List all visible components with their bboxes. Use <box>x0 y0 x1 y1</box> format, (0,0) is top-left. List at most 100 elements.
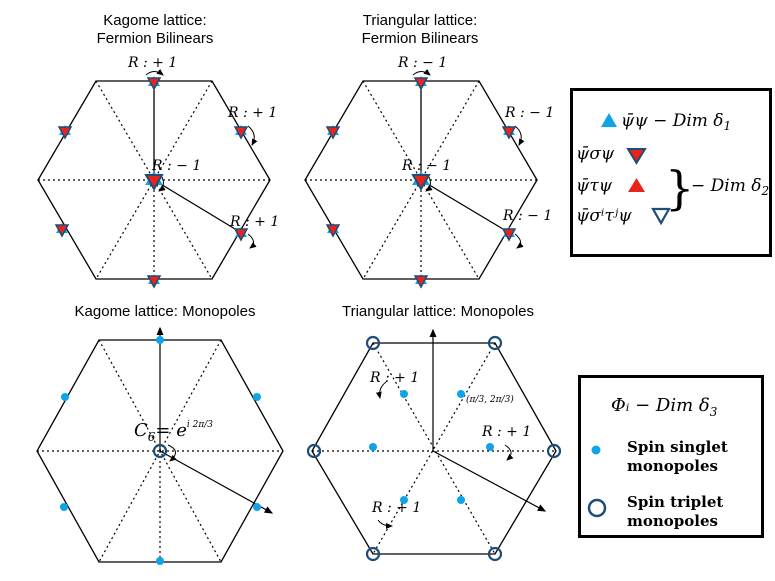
singlet-monopole <box>400 496 408 504</box>
singlet-monopole <box>457 496 465 504</box>
triangular-bilinear-title-line1: Triangular lattice: <box>362 12 478 29</box>
triplet-monopole <box>487 546 503 562</box>
singlet-monopole <box>457 390 465 398</box>
triangular-bilinear-panel: R : − 1 R : − 1 R : − 1 R : − 1 <box>304 55 554 289</box>
axis-line <box>153 179 241 233</box>
singlet-monopole <box>61 393 69 401</box>
rotation-arrow <box>375 381 387 399</box>
site-marker-top <box>413 76 429 91</box>
dark-triangle-red-icon <box>626 148 647 165</box>
singlet-monopole <box>156 557 164 565</box>
site-marker-top <box>146 76 162 91</box>
curly-brace: } <box>665 161 694 215</box>
triangular-bilinear-title-line2: Fermion Bilinears <box>361 30 479 47</box>
sigma-label: ψ̄σψ <box>576 144 615 164</box>
rotation-arrow <box>247 233 257 249</box>
sigmatau-label: ψ̄σⁱτʲψ <box>576 206 632 226</box>
rotation-arrow <box>425 176 433 192</box>
singlet-monopole <box>60 503 68 511</box>
rotation-arrow <box>158 176 166 192</box>
bilinear-legend-content: ψ̄ψ − Dim δ1 ψ̄σψ ψ̄τψ ψ̄σⁱτʲψ } − Dim δ… <box>576 111 769 226</box>
site-marker-upper-right <box>501 125 517 140</box>
c6-label: C6= ei 2π/3 <box>134 420 213 444</box>
dim2-label: − Dim δ2 <box>691 176 769 198</box>
momentum-label: (π/3, 2π/3) <box>466 394 514 405</box>
dotted-axis <box>372 342 496 555</box>
rotation-label: R : + 1 <box>127 55 177 71</box>
kagome-monopole-panel: C6= ei 2π/3 <box>36 326 284 565</box>
rotation-label: R : + 1 <box>369 370 419 386</box>
triplet-monopole-icon <box>587 498 607 518</box>
rotation-label: R : − 1 <box>502 208 552 224</box>
hollow-triangle-icon <box>651 207 671 226</box>
site-marker-upper-left <box>57 125 73 140</box>
site-marker-lower-left <box>325 223 341 238</box>
site-marker-center <box>144 171 164 192</box>
singlet-monopole <box>369 443 377 451</box>
kagome-bilinear-panel: R : + 1 R : + 1 R : − 1 R : + 1 <box>37 55 279 289</box>
rotation-label: R : − 1 <box>401 158 451 174</box>
site-marker-upper-right <box>233 125 249 140</box>
triangular-site-markers <box>325 76 517 289</box>
monopole-legend-content: Φᵢ − Dim δ3 Spin singlet monopoles Spin … <box>587 395 728 530</box>
red-triangle-icon <box>628 178 645 192</box>
triplet-monopole <box>487 335 503 351</box>
rotation-arrow <box>504 444 514 461</box>
kagome-monopole-title: Kagome lattice: Monopoles <box>74 303 256 320</box>
tau-label: ψ̄τψ <box>576 176 613 196</box>
rotation-arrow <box>412 68 431 76</box>
dotted-axis <box>95 80 213 280</box>
monopole-legend: Φᵢ − Dim δ3 Spin singlet monopoles Spin … <box>578 375 764 538</box>
rotation-arrow <box>247 125 258 146</box>
triplet-monopole <box>365 546 381 562</box>
rotation-label: R : − 1 <box>504 105 554 121</box>
kagome-monopole-sites <box>60 336 261 565</box>
rotation-arrow <box>514 233 524 249</box>
singlet-monopole-icon <box>591 445 601 455</box>
dim1-label: ψ̄ψ − Dim δ1 <box>621 111 731 133</box>
triangular-bilinear-title: Triangular lattice: Fermion Bilinears <box>335 12 505 48</box>
kagome-bilinear-title-line1: Kagome lattice: <box>103 12 207 29</box>
rotation-label: R : + 1 <box>481 424 531 440</box>
rotation-label: R : + 1 <box>227 105 277 121</box>
triplet-label-line1: Spin triplet <box>627 493 723 511</box>
bilinear-legend: ψ̄ψ − Dim δ1 ψ̄σψ ψ̄τψ ψ̄σⁱτʲψ } − Dim δ… <box>570 88 772 257</box>
triplet-label-line2: monopoles <box>627 512 718 530</box>
site-marker-lower-right <box>233 227 249 242</box>
rotation-label: R : − 1 <box>397 55 447 71</box>
rotation-arrow <box>145 68 164 76</box>
singlet-monopole <box>486 443 494 451</box>
rotation-arrow <box>377 519 393 529</box>
triplet-monopole <box>306 443 322 459</box>
singlet-label-line2: monopoles <box>627 457 718 475</box>
rotation-arrow <box>514 125 525 146</box>
triangular-monopole-sites <box>306 335 562 562</box>
site-marker-lower-left <box>54 223 70 238</box>
singlet-label-line1: Spin singlet <box>627 438 728 456</box>
triangular-monopole-panel: R : + 1 R : + 1 R : + 1 (π/3, 2π/3) <box>306 328 562 562</box>
site-marker-lower-right <box>501 227 517 242</box>
singlet-monopole <box>253 393 261 401</box>
light-blue-triangle-icon <box>601 113 617 127</box>
dotted-axis <box>95 80 213 280</box>
site-marker-center <box>411 171 431 192</box>
dotted-axis <box>362 80 480 280</box>
triplet-monopole <box>152 443 168 459</box>
axis-arrow <box>159 450 274 514</box>
rotation-label: R : − 1 <box>151 158 201 174</box>
monopole-legend-header: Φᵢ − Dim δ3 <box>611 395 718 419</box>
dotted-axis <box>362 80 480 280</box>
kagome-bilinear-title-line2: Fermion Bilinears <box>96 30 214 47</box>
triplet-monopole <box>546 443 562 459</box>
triangular-monopole-title: Triangular lattice: Monopoles <box>341 303 535 320</box>
singlet-monopole <box>156 336 164 344</box>
kagome-bilinear-title: Kagome lattice: Fermion Bilinears <box>70 12 240 48</box>
axis-arrow <box>432 450 547 512</box>
singlet-monopole <box>253 503 261 511</box>
singlet-monopole <box>400 390 408 398</box>
axis-line <box>420 179 509 233</box>
site-marker-bottom <box>413 274 429 289</box>
site-marker-upper-left <box>325 125 341 140</box>
kagome-site-markers <box>54 76 249 289</box>
